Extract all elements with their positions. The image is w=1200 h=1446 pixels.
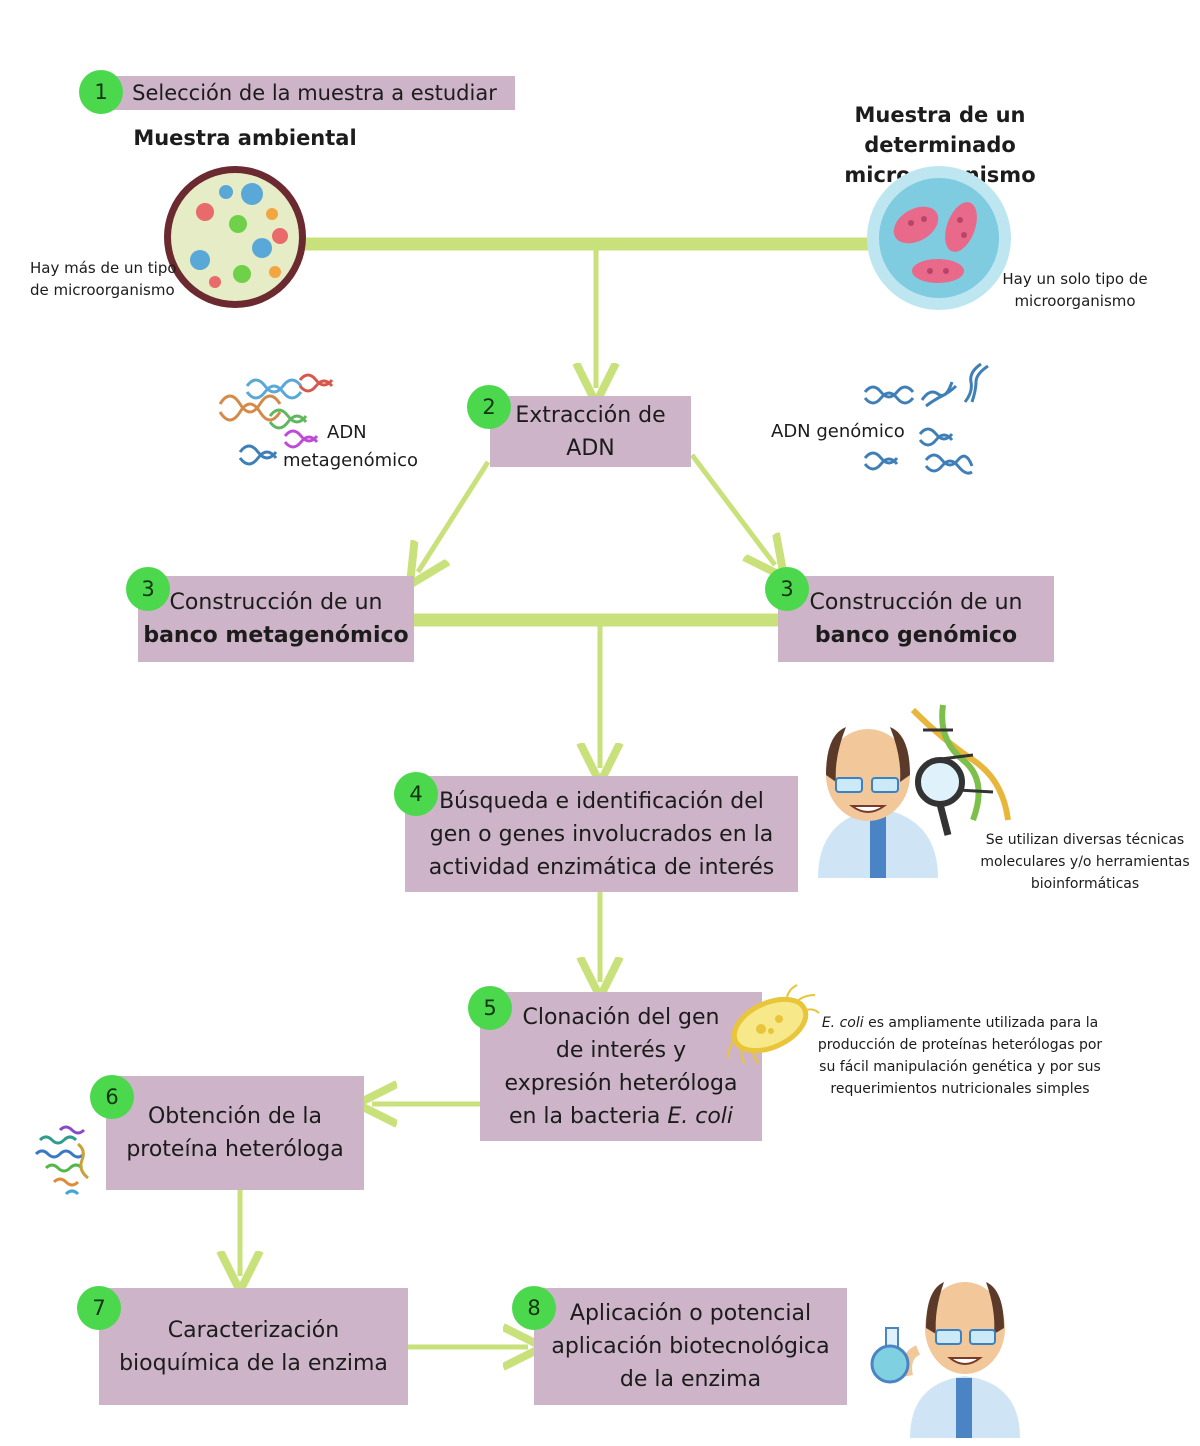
- step-6-line1: Obtención de la: [147, 1104, 323, 1129]
- step-6-badge: 6: [90, 1075, 134, 1119]
- step-7-badge: 7: [77, 1286, 121, 1330]
- step-3-metagenomic-line1: Construcción de un: [169, 590, 383, 615]
- arrow-to-step3-left: [418, 460, 491, 572]
- step-6-box: Obtención de la proteína heteróloga: [106, 1076, 364, 1190]
- step-4-line3: actividad enzimática de interés: [428, 854, 775, 880]
- step-4-box: Búsqueda e identificación del gen o gene…: [405, 776, 798, 892]
- scientist-magnifier-icon: [818, 704, 1011, 878]
- step-1-box: Selección de la muestra a estudiar: [114, 76, 515, 110]
- step-5-ecoli: E. coli: [667, 1103, 734, 1129]
- genomic-dna-label: ADN genómico: [771, 421, 905, 442]
- step-3-genomic-badge: 3: [765, 567, 809, 611]
- step-5-badge: 5: [468, 986, 512, 1030]
- single-note: Hay un solo tipo de microorganismo: [1002, 270, 1148, 310]
- step-7-line2: bioquímica de la enzima: [119, 1350, 388, 1376]
- ecoli-bacterium-icon: [727, 984, 820, 1064]
- step-1-text: Selección de la muestra a estudiar: [132, 81, 497, 105]
- step-2-line2: ADN: [566, 435, 615, 461]
- step-3-metagenomic-badge: 3: [126, 567, 170, 611]
- petri-dish-icon: [164, 166, 306, 308]
- step-5-line3: expresión heteróloga: [504, 1070, 738, 1096]
- bacterium-cell-icon: [867, 166, 1011, 310]
- step-1-badge: 1: [79, 70, 123, 114]
- metagenomic-dna-label: ADN metagenómico: [283, 422, 419, 471]
- step-6-line2: proteína heteróloga: [126, 1137, 344, 1162]
- step-5-line2: de interés y: [555, 1037, 687, 1063]
- step-8-line2: aplicación biotecnológica: [551, 1334, 830, 1359]
- dna-strand-icon: [863, 362, 989, 475]
- step-5-line4: en la bacteria: [508, 1103, 661, 1129]
- step-2-box: Extracción de ADN: [490, 396, 691, 467]
- step-5-line1: Clonación del gen: [522, 1004, 720, 1030]
- ecoli-note-species: E. coli: [821, 1015, 864, 1031]
- single-sample-title: Muestra de un determinado microorganismo: [844, 103, 1035, 187]
- step-7-box: Caracterización bioquímica de la enzima: [99, 1288, 408, 1405]
- step-4-line1: Búsqueda e identificación del: [439, 788, 764, 814]
- step-4-line2: gen o genes involucrados en la: [429, 821, 774, 847]
- step-8-box: Aplicación o potencial aplicación biotec…: [534, 1288, 847, 1405]
- step-8-badge: 8: [512, 1286, 556, 1330]
- arrow-to-step3-right: [690, 453, 775, 565]
- step-3-metagenomic-box: Construcción de un banco metagenómico: [138, 576, 414, 662]
- protein-structure-icon: [34, 1125, 89, 1196]
- step-8-line3: de la enzima: [619, 1367, 762, 1392]
- ecoli-note: E. coli es ampliamente utilizada para la…: [817, 1015, 1103, 1097]
- step-2-line1: Extracción de: [515, 402, 666, 428]
- scientist-flask-icon: [870, 1282, 1020, 1438]
- step-3-genomic-line2: banco genómico: [814, 623, 1018, 648]
- step-2-badge: 2: [467, 385, 511, 429]
- step-8-line1: Aplicación o potencial: [569, 1301, 812, 1326]
- environmental-sample-title: Muestra ambiental: [133, 126, 357, 150]
- techniques-note: Se utilizan diversas técnicas moleculare…: [980, 832, 1190, 892]
- step-7-line1: Caracterización: [167, 1317, 340, 1343]
- step-3-genomic-line1: Construcción de un: [809, 590, 1023, 615]
- environmental-note: Hay más de un tipo de microorganismo: [30, 259, 177, 299]
- step-4-badge: 4: [394, 772, 438, 816]
- dna-strand-icon: [218, 373, 334, 466]
- step-3-metagenomic-line2: banco metagenómico: [143, 623, 409, 648]
- step-3-genomic-box: Construcción de un banco genómico: [778, 576, 1054, 662]
- step-5-box: Clonación del gen de interés y expresión…: [480, 992, 762, 1141]
